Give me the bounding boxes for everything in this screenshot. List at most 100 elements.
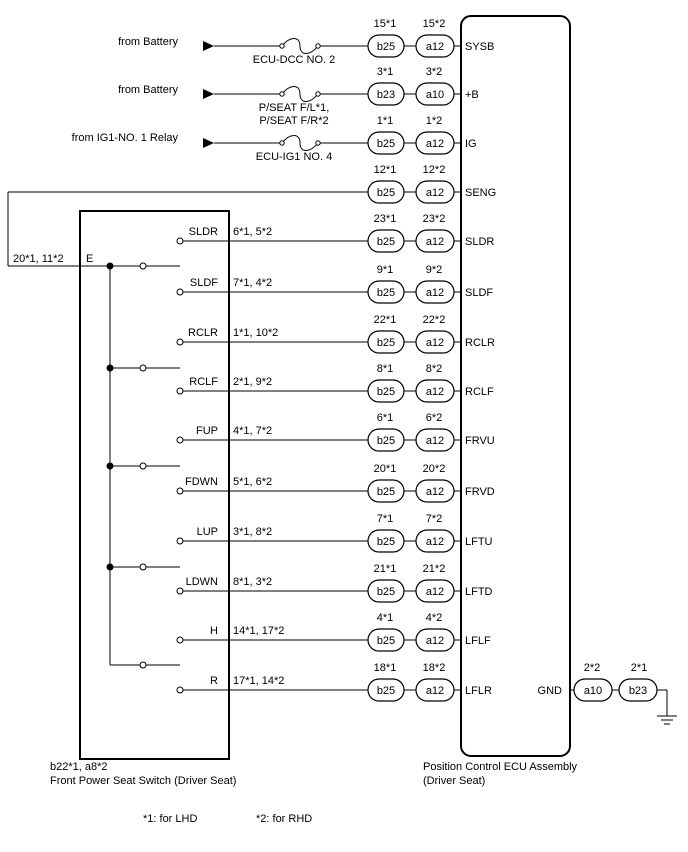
switch-contact xyxy=(139,262,147,270)
switch-contact xyxy=(176,487,184,495)
switch-terminal-label: RCLF xyxy=(189,376,218,388)
switch-ground-pins: 20*1, 11*2 xyxy=(13,253,64,265)
connector-rhd-label: a12 xyxy=(426,187,444,199)
pin-label-rhd: 12*2 xyxy=(423,164,446,176)
ecu-terminal-label: IG xyxy=(465,138,477,150)
pin-label-rhd: 22*2 xyxy=(423,314,446,326)
pin-label-lhd: 9*1 xyxy=(377,264,394,276)
pin-label-rhd: 8*2 xyxy=(426,363,443,375)
switch-terminal-label: H xyxy=(210,625,218,637)
switch-contact xyxy=(176,387,184,395)
pin-label-rhd: 23*2 xyxy=(423,213,446,225)
connector-lhd-label: b25 xyxy=(377,236,395,248)
connector-rhd-label: a12 xyxy=(426,337,444,349)
connector-lhd-label: b25 xyxy=(377,337,395,349)
switch-contact xyxy=(139,563,147,571)
ecu-terminal-label: FRVD xyxy=(465,486,495,498)
switch-contact xyxy=(176,237,184,245)
fuse-terminal xyxy=(279,43,285,49)
switch-terminal-label: R xyxy=(210,675,218,687)
switch-terminal-pins: 1*1, 10*2 xyxy=(233,327,278,339)
fuse-terminal xyxy=(315,91,321,97)
pin-label-lhd: 8*1 xyxy=(377,363,394,375)
note-rhd: *2: for RHD xyxy=(256,813,312,825)
connector-rhd-label: a12 xyxy=(426,536,444,548)
ecu-terminal-label: SLDR xyxy=(465,236,494,248)
connector-lhd-label: b25 xyxy=(377,486,395,498)
connector-lhd-label: b25 xyxy=(377,586,395,598)
switch-contact xyxy=(176,537,184,545)
switch-box xyxy=(79,210,230,760)
fuse-terminal xyxy=(315,140,321,146)
switch-ground-label: E xyxy=(86,253,93,265)
pin-label-rhd: 7*2 xyxy=(426,513,443,525)
power-source-label: from IG1-NO. 1 Relay xyxy=(72,132,179,144)
pin-label-lhd: 3*1 xyxy=(377,66,394,78)
pin-label-lhd: 1*1 xyxy=(377,115,394,127)
connector-lhd-label: b25 xyxy=(377,635,395,647)
ecu-terminal-label: RCLF xyxy=(465,386,494,398)
pin-label-lhd: 22*1 xyxy=(374,314,397,326)
pin-label-lhd: 7*1 xyxy=(377,513,394,525)
ecu-name-label-2: (Driver Seat) xyxy=(423,775,485,787)
switch-terminal-pins: 8*1, 3*2 xyxy=(233,576,272,588)
fuse-label: ECU-DCC NO. 2 xyxy=(253,54,336,66)
pin-label-lhd: 6*1 xyxy=(377,412,394,424)
pin-label-rhd: 15*2 xyxy=(423,18,446,30)
connector-lhd-label: b25 xyxy=(377,536,395,548)
power-source-label: from Battery xyxy=(118,84,178,96)
pin-label-rhd: 1*2 xyxy=(426,115,443,127)
switch-contact xyxy=(139,462,147,470)
connector-lhd-label: b25 xyxy=(377,287,395,299)
switch-terminal-label: SLDR xyxy=(189,226,218,238)
switch-code-label: b22*1, a8*2 xyxy=(50,761,108,773)
connector-rhd-label: a12 xyxy=(426,586,444,598)
switch-name-label: Front Power Seat Switch (Driver Seat) xyxy=(50,775,236,787)
ecu-terminal-label: LFLR xyxy=(465,685,492,697)
fuse-terminal xyxy=(315,43,321,49)
connector-lhd-label: b23 xyxy=(377,89,395,101)
ecu-terminal-label: +B xyxy=(465,89,479,101)
pin-label-rhd: 4*2 xyxy=(426,612,443,624)
ecu-terminal-label: LFTU xyxy=(465,536,493,548)
switch-terminal-label: FUP xyxy=(196,425,218,437)
ecu-terminal-label: RCLR xyxy=(465,337,495,349)
connector-lhd-label: b25 xyxy=(377,435,395,447)
fuse-terminal xyxy=(279,91,285,97)
connector-lhd-label: b25 xyxy=(377,187,395,199)
connector-rhd-label: a12 xyxy=(426,386,444,398)
pin-label-rhd: 21*2 xyxy=(423,563,446,575)
ecu-box xyxy=(460,15,571,757)
connector-lhd-label: b25 xyxy=(377,386,395,398)
switch-terminal-pins: 5*1, 6*2 xyxy=(233,476,272,488)
switch-contact xyxy=(176,686,184,694)
pin-label-rhd: 6*2 xyxy=(426,412,443,424)
switch-contact xyxy=(176,587,184,595)
fuse-icon xyxy=(281,38,319,54)
pin-label-lhd: 18*1 xyxy=(374,662,397,674)
switch-terminal-label: LDWN xyxy=(186,576,218,588)
connector-rhd-label: a12 xyxy=(426,287,444,299)
ecu-terminal-label: SLDF xyxy=(465,287,493,299)
pin-label-lhd: 20*1 xyxy=(374,463,397,475)
pin-label-rhd: 9*2 xyxy=(426,264,443,276)
arrow-icon xyxy=(203,41,214,51)
ecu-terminal-label: LFTD xyxy=(465,586,493,598)
gnd-pin-a: 2*2 xyxy=(584,662,601,674)
switch-contact xyxy=(139,364,147,372)
ecu-terminal-label: SENG xyxy=(465,187,496,199)
switch-contact xyxy=(176,436,184,444)
ecu-terminal-label: FRVU xyxy=(465,435,495,447)
connector-rhd-label: a12 xyxy=(426,635,444,647)
ecu-name-label: Position Control ECU Assembly xyxy=(423,761,578,773)
note-lhd: *1: for LHD xyxy=(143,813,197,825)
ecu-terminal-label: LFLF xyxy=(465,635,491,647)
switch-terminal-pins: 7*1, 4*2 xyxy=(233,277,272,289)
fuse-label: P/SEAT F/R*2 xyxy=(259,115,328,127)
pin-label-lhd: 21*1 xyxy=(374,563,397,575)
pin-label-rhd: 3*2 xyxy=(426,66,443,78)
pin-label-rhd: 20*2 xyxy=(423,463,446,475)
